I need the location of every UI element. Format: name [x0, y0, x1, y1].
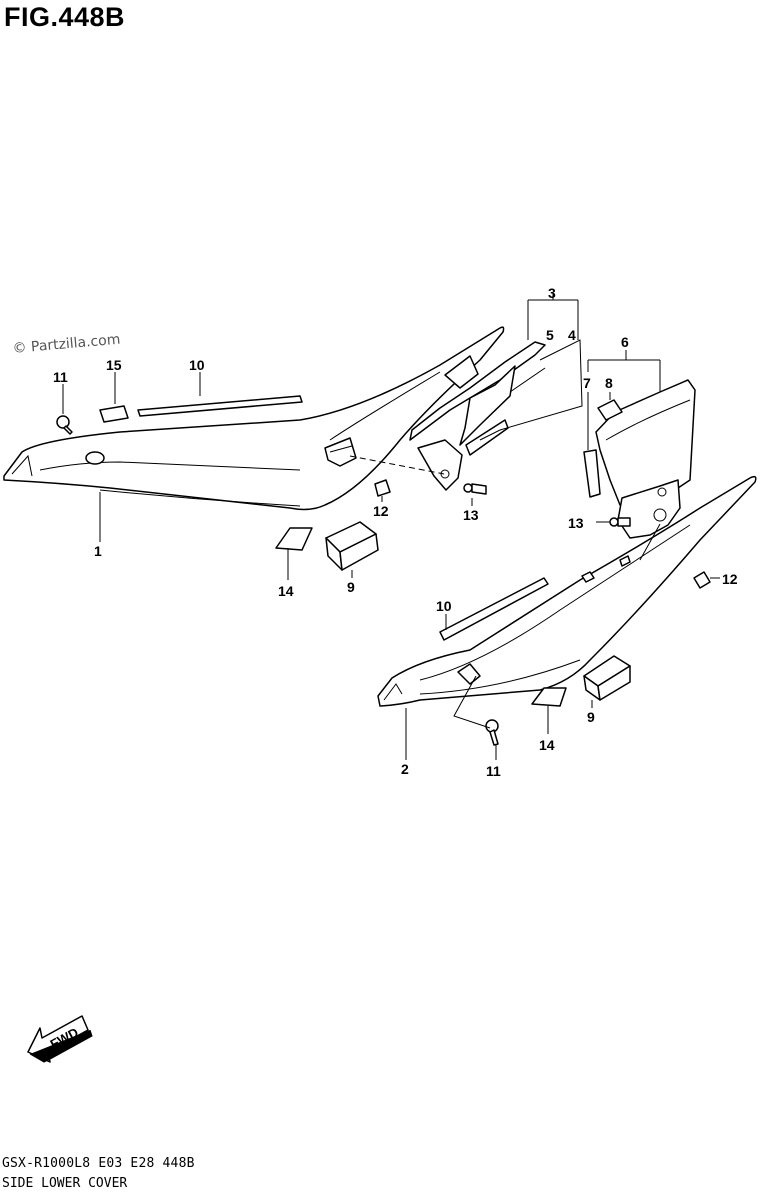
part-7-strip[interactable] — [583, 449, 601, 498]
callout-9b: 9 — [587, 709, 595, 725]
callout-3: 3 — [548, 285, 556, 301]
callout-12a: 12 — [373, 503, 389, 519]
callout-2: 2 — [401, 761, 409, 777]
part-2-right-lower-cover[interactable] — [377, 475, 757, 707]
part-9a-block[interactable] — [325, 521, 379, 571]
part-10a-strip[interactable] — [137, 395, 303, 417]
part-1-left-lower-cover[interactable] — [3, 326, 505, 511]
callout-1: 1 — [94, 543, 102, 559]
part-13b-bolt[interactable] — [609, 517, 631, 527]
part-8-pad[interactable] — [597, 399, 623, 421]
callout-8: 8 — [605, 375, 613, 391]
model-code: GSX-R1000L8 E03 E28 448B — [2, 1156, 195, 1171]
fwd-arrow-icon: FWD — [27, 1015, 93, 1063]
callout-labels: 1 2 3 4 5 6 7 8 9 9 10 10 11 11 12 12 13… — [53, 285, 738, 779]
callout-14b: 14 — [539, 737, 555, 753]
callout-13a: 13 — [463, 507, 479, 523]
callout-11a: 11 — [53, 369, 68, 385]
callout-4: 4 — [568, 327, 576, 343]
callout-13b: 13 — [568, 515, 584, 531]
leader-lines — [62, 292, 720, 760]
callout-12b: 12 — [722, 571, 738, 587]
callout-6: 6 — [621, 334, 629, 350]
part-11a-screw[interactable] — [56, 415, 73, 435]
callout-11b: 11 — [486, 763, 501, 779]
callout-7: 7 — [583, 375, 591, 391]
callout-9a: 9 — [347, 579, 355, 595]
part-15-pad[interactable] — [99, 405, 129, 423]
part-11b-screw[interactable] — [485, 719, 499, 746]
figure-title: FIG.448B — [4, 2, 126, 32]
assembly-lines — [349, 339, 661, 729]
part-12a-clip[interactable] — [374, 479, 391, 497]
callout-14a: 14 — [278, 583, 294, 599]
callout-15: 15 — [106, 357, 122, 373]
part-3-bracket-assembly[interactable] — [409, 341, 546, 491]
part-12b-clip[interactable] — [693, 571, 711, 589]
part-14b-pad[interactable] — [531, 687, 567, 707]
part-13a-bolt[interactable] — [463, 483, 487, 495]
callout-10a: 10 — [189, 357, 205, 373]
part-10b-strip[interactable] — [439, 577, 549, 641]
callout-10b: 10 — [436, 598, 452, 614]
part-9b-block[interactable] — [583, 655, 631, 701]
section-name: SIDE LOWER COVER — [2, 1176, 128, 1191]
callout-5: 5 — [546, 327, 554, 343]
part-14a-pad[interactable] — [275, 527, 313, 551]
